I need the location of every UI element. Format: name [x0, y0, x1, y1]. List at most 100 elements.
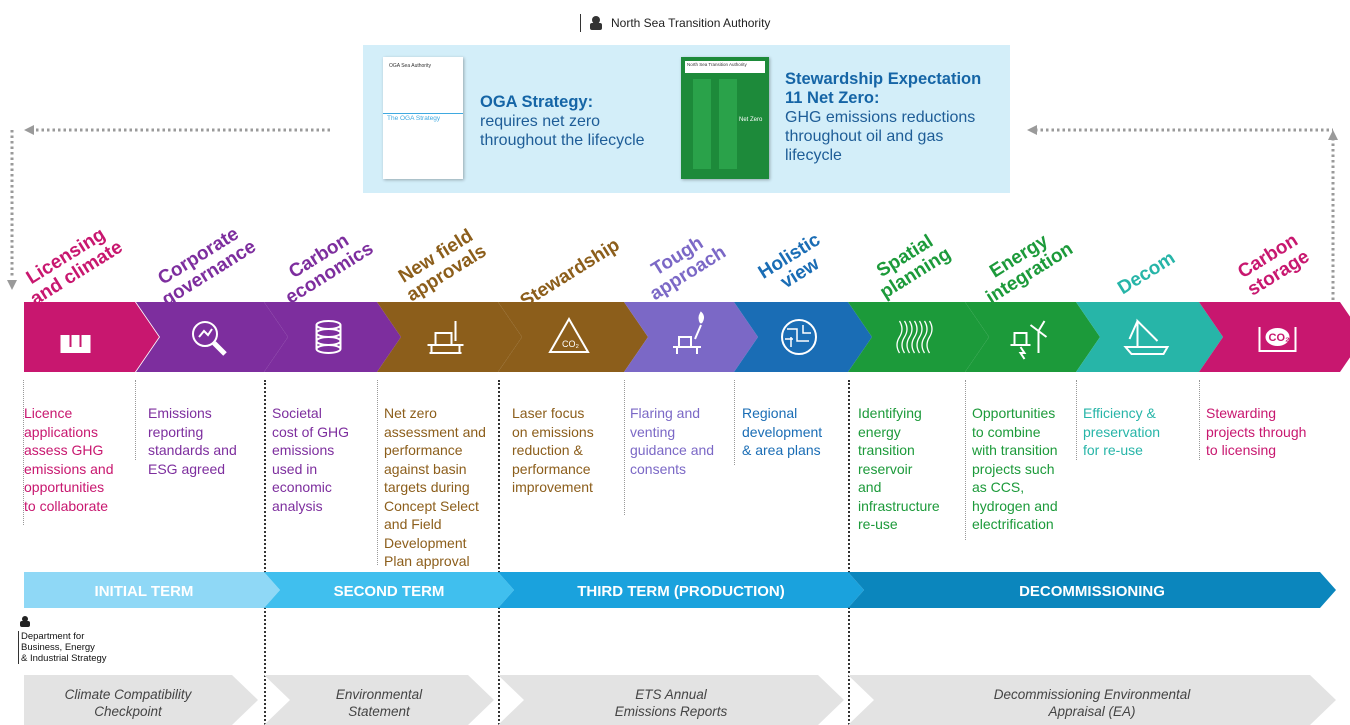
- stage-description-line: to licensing: [1206, 442, 1277, 458]
- stage-description-line: re-use: [858, 516, 898, 532]
- feedback-arrows: [7, 125, 1338, 300]
- header-org-name: North Sea Transition Authority: [611, 16, 771, 30]
- stage-description-line: electrification: [972, 516, 1054, 532]
- stage-description-line: as CCS,: [972, 479, 1025, 495]
- report-chevron: [848, 675, 1336, 725]
- stage-chevrons: CO₂ CO₂: [24, 302, 1350, 372]
- stage-description-line: Stewarding: [1206, 405, 1277, 421]
- stage-description-line: ESG agreed: [148, 460, 226, 477]
- stage-chevron: CO₂: [1199, 302, 1350, 372]
- stage-description-line: analysis: [272, 497, 323, 514]
- report-label-line: Statement: [348, 704, 410, 719]
- stage-description-line: Laser focus: [512, 405, 585, 421]
- wind-hydrogen-icon: [1010, 320, 1048, 360]
- net-zero-title: 11 Net Zero:: [785, 89, 880, 107]
- stage-description-line: targets during: [384, 479, 470, 495]
- net-zero-caption: Stewardship Expectation 11 Net Zero: GHG…: [785, 70, 981, 165]
- stage-label: Stewardship: [517, 234, 624, 310]
- stage-description-line: development: [742, 423, 823, 440]
- net-zero-cover: North Sea Transition Authority Net Zero: [681, 57, 769, 179]
- stage-description-line: assessment and: [384, 423, 486, 440]
- stage-description-line: Societal: [272, 405, 322, 421]
- term-label: THIRD TERM (PRODUCTION): [577, 583, 784, 600]
- stage-description-line: guidance and: [630, 442, 715, 458]
- stage-label-line: Stewardship: [517, 234, 624, 310]
- report-label-line: Appraisal (EA): [1048, 704, 1136, 719]
- stage-description: Efficiency & preservation for re-use: [1083, 404, 1160, 460]
- stage-label: Decom: [1114, 248, 1179, 299]
- co2-storage-icon: CO₂: [1258, 327, 1297, 352]
- stage-description-line: Concept Select: [384, 497, 479, 514]
- stage-description-line: for re-use: [1083, 442, 1143, 458]
- platform-icon: [427, 321, 464, 354]
- stage-description-line: assess GHG: [24, 442, 104, 458]
- stage-description-line: applications: [24, 423, 98, 440]
- oga-strategy-caption: OGA Strategy: requires net zero througho…: [480, 93, 645, 150]
- oga-strategy-line: throughout the lifecycle: [480, 132, 645, 149]
- stage-chevron: CO₂: [498, 302, 648, 372]
- net-zero-line: lifecycle: [785, 147, 842, 164]
- report-label-line: Checkpoint: [94, 704, 162, 719]
- network-globe-icon: [781, 319, 817, 355]
- stage-description-line: Efficiency &: [1083, 405, 1156, 421]
- stage-description-line: Opportunities: [972, 405, 1056, 421]
- stage-description-line: Emissions: [148, 405, 212, 421]
- stage-description-line: with transition: [972, 442, 1058, 458]
- stage-description-line: improvement: [512, 479, 593, 495]
- beis-line: Department for: [21, 631, 85, 642]
- stage-description-line: Plan approval: [384, 553, 470, 569]
- oga-strategy-line: requires net zero: [480, 113, 601, 130]
- beis-logo: Department for Business, Energy & Indust…: [18, 614, 107, 664]
- report-chevron: [498, 675, 844, 725]
- stage-description-line: and Field: [384, 516, 442, 532]
- stage-chevron: [848, 302, 989, 372]
- net-zero-title: Stewardship Expectation: [785, 70, 982, 88]
- stage-description-line: Development: [384, 534, 467, 551]
- crest-icon: [20, 616, 30, 627]
- report-label-line: Environmental: [335, 687, 423, 702]
- stage-description-line: & area plans: [742, 442, 821, 458]
- stage-description-line: to combine: [972, 423, 1041, 440]
- oga-strategy-cover: OGA Sea Authority The OGA Strategy: [383, 57, 463, 179]
- stage-chevron: [136, 302, 288, 372]
- warning-co2-icon: CO₂: [548, 316, 590, 353]
- term-chevron: THIRD TERM (PRODUCTION): [498, 572, 864, 608]
- stage-description-line: used in: [272, 460, 318, 477]
- stage-description-line: hydrogen and: [972, 497, 1058, 514]
- beis-line: Business, Energy: [21, 642, 95, 653]
- drilling-rig-icon: [60, 321, 91, 353]
- stage-description-line: projects through: [1206, 423, 1307, 440]
- stage-description-line: projects such: [972, 460, 1055, 477]
- stage-description-line: reservoir: [858, 460, 913, 477]
- reporting-bar: [24, 675, 1336, 725]
- stage-description-line: economic: [272, 479, 332, 495]
- cover-title: Net Zero: [739, 117, 763, 123]
- report-label-line: Decommissioning Environmental: [993, 687, 1191, 702]
- header-logo: North Sea Transition Authority: [580, 12, 770, 34]
- stage-chevron: [965, 302, 1100, 372]
- stage-description-line: reporting: [148, 423, 204, 440]
- report-label-line: Emissions Reports: [614, 704, 728, 719]
- stage-description-line: on emissions: [512, 423, 594, 440]
- stage-chevron: [264, 302, 401, 372]
- term-label: INITIAL TERM: [95, 583, 194, 600]
- cover-title: The OGA Strategy: [387, 115, 441, 122]
- stage-description-line: standards and: [148, 442, 237, 458]
- stage-description-line: preservation: [1083, 423, 1161, 440]
- stage-description-line: venting: [630, 423, 676, 440]
